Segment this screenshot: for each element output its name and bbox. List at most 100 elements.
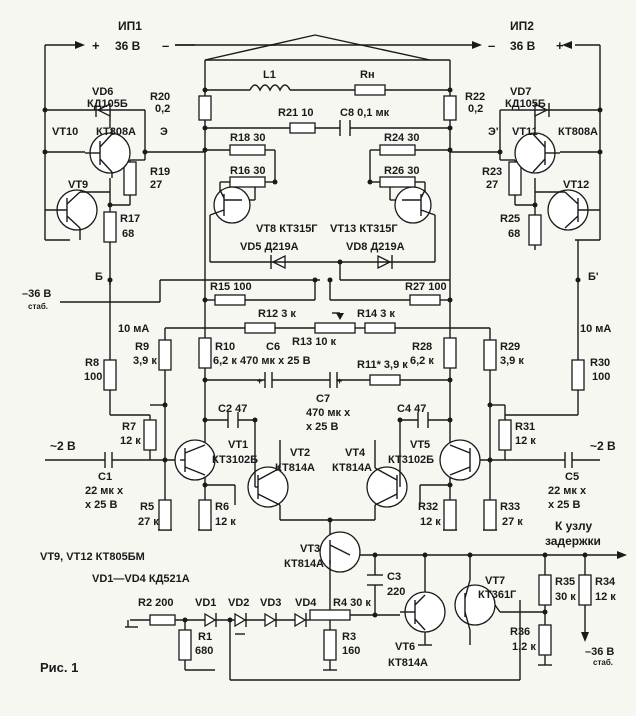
r19-ref: R19 (150, 166, 170, 178)
r17-ref: R17 (120, 213, 140, 225)
resistor-r36 (538, 624, 552, 656)
note-vd1-vd4: VD1—VD4 КД521А (92, 573, 190, 585)
transistor-vt10 (85, 128, 131, 178)
neg-right-note: стаб. (593, 658, 613, 667)
resistors (103, 84, 592, 661)
output-line2: задержки (545, 534, 601, 548)
resistor-r6 (198, 499, 212, 531)
r20-value: 0,2 (155, 103, 170, 115)
vt12-ref: VT12 (563, 179, 589, 191)
resistor-r29 (483, 339, 497, 371)
vt11-value: КТ808А (558, 126, 598, 138)
diode-vd2 (234, 612, 247, 628)
r28-value: 6,2 к (410, 355, 434, 367)
r8-ref: R8 (85, 357, 99, 369)
r25-value: 68 (508, 228, 520, 240)
transistor-vt9 (45, 189, 110, 240)
input-left: ~2 В (50, 439, 76, 453)
resistor-r2 (149, 614, 176, 626)
c4-label: C4 47 (397, 403, 426, 415)
resistor-r18 (229, 144, 266, 156)
r6-ref: R6 (215, 501, 229, 513)
r13-label: R13 10 к (292, 336, 337, 348)
vd2-ref: VD2 (228, 597, 249, 609)
r9-ref: R9 (135, 341, 149, 353)
vt6-value: КТ814А (388, 657, 428, 669)
r10-ref: R10 (215, 341, 235, 353)
r22-ref: R22 (465, 91, 485, 103)
r29-ref: R29 (500, 341, 520, 353)
r34-ref: R34 (595, 576, 616, 588)
node-b2: Б' (588, 271, 599, 283)
r32-ref: R32 (418, 501, 438, 513)
r31-value: 12 к (515, 435, 536, 447)
labels: VD6 КД105Б VT10 КТ808А Э R20 0,2 R19 27 … (22, 69, 616, 675)
ip1-name: ИП1 (118, 19, 142, 33)
resistor-r25 (528, 214, 542, 246)
r28-ref: R28 (412, 341, 432, 353)
c3-ref: C3 (387, 571, 401, 583)
diode-vd1 (204, 612, 217, 628)
vd7-ref: VD7 (510, 86, 531, 98)
transistor-vt6 (400, 591, 446, 633)
r6-value: 12 к (215, 516, 236, 528)
resistor-r3 (323, 629, 337, 661)
vt7-value: КТ361Г (478, 589, 517, 601)
l1-ref: L1 (263, 69, 276, 81)
top-rails (44, 34, 601, 61)
c1-ref: C1 (98, 471, 112, 483)
resistor-r1 (178, 629, 192, 661)
vt1-value: КТ3102Б (212, 454, 258, 466)
r1-value: 680 (195, 645, 213, 657)
resistor-r15 (214, 294, 246, 306)
r5-ref: R5 (140, 501, 154, 513)
c6-ref: C6 (266, 341, 280, 353)
c6-value: 470 мк х 25 В (240, 355, 311, 367)
vt3-value: КТ814А (284, 558, 324, 570)
vt4-ref: VT4 (345, 447, 366, 459)
r5-value: 27 к (138, 516, 159, 528)
transistors (45, 128, 600, 633)
junction-dots (42, 87, 603, 623)
current-right: 10 мА (580, 323, 611, 335)
resistor-r30 (571, 359, 585, 391)
ip2-minus: – (488, 38, 495, 53)
rn-ref: Rн (360, 69, 375, 81)
c7-value-1: 470 мк х (306, 407, 351, 419)
resistor-r16 (229, 176, 266, 188)
resistor-r24 (379, 144, 416, 156)
c7-ref: C7 (316, 393, 330, 405)
vd3-ref: VD3 (260, 597, 281, 609)
vd1-ref: VD1 (195, 597, 216, 609)
diodes (95, 102, 550, 628)
r15-label: R15 100 (210, 281, 252, 293)
diode-vd3 (264, 612, 277, 628)
c6-plus: + (257, 376, 262, 386)
resistor-rn (354, 84, 386, 96)
vt7-ref: VT7 (485, 575, 505, 587)
r1-ref: R1 (198, 631, 212, 643)
resistor-r9 (158, 339, 172, 371)
r30-ref: R30 (590, 357, 610, 369)
ip1-plus: + (92, 38, 100, 53)
r14-label: R14 3 к (357, 308, 395, 320)
node-e2: Э' (488, 126, 499, 138)
resistor-r34 (578, 574, 592, 606)
transistor-vt5 (439, 439, 481, 481)
r2-label: R2 200 (138, 597, 173, 609)
resistor-r7 (143, 419, 157, 451)
vt4-value: КТ814А (332, 462, 372, 474)
output-line1: К узлу (555, 519, 592, 533)
neg-right-voltage: –36 В (585, 646, 614, 658)
r20-ref: R20 (150, 91, 170, 103)
vt10-ref: VT10 (52, 126, 78, 138)
resistor-r19 (123, 161, 137, 196)
resistor-r13 (314, 322, 356, 334)
resistor-r23 (508, 161, 522, 196)
inductor-l1 (249, 84, 291, 92)
transistor-vt12 (535, 189, 600, 231)
c5-value-1: 22 мк х (548, 485, 587, 497)
r35-value: 30 к (555, 591, 576, 603)
transistor-vt2 (234, 466, 289, 508)
